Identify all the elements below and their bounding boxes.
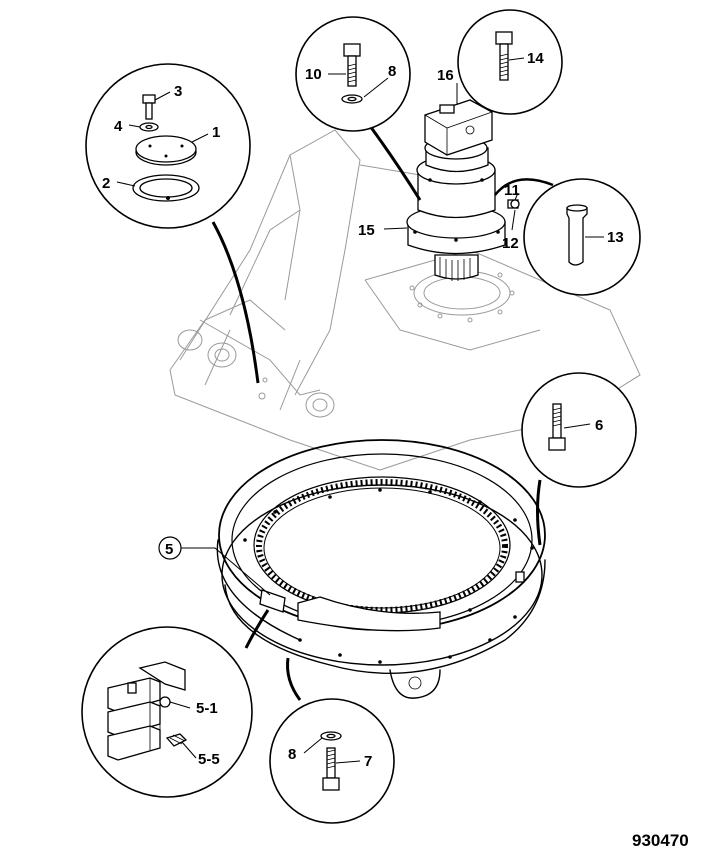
- callout-14: 14: [527, 50, 544, 67]
- figure-number: 930470: [632, 831, 689, 850]
- callout-4: 4: [114, 118, 123, 135]
- callout-5-1: 5-1: [196, 700, 218, 717]
- callout-5: 5: [165, 541, 173, 558]
- slew-ring: [216, 439, 546, 699]
- bolt-3: [142, 94, 156, 120]
- callout-8-top: 8: [388, 63, 396, 80]
- inset-connectors: [180, 125, 554, 701]
- callout-6: 6: [595, 417, 603, 434]
- inset-bolt-7: 8 7: [269, 698, 395, 824]
- callout-11: 11: [504, 182, 520, 199]
- main-callouts: 16 15 11 12 5: [158, 67, 520, 560]
- callout-10: 10: [305, 66, 322, 83]
- callout-16: 16: [437, 67, 454, 84]
- inset-cover-parts: 3 4 1 2: [85, 63, 251, 229]
- plate-bolt-holes: [258, 272, 515, 400]
- callout-12: 12: [502, 235, 519, 252]
- inset-bolt-14: 14: [457, 9, 563, 115]
- slew-motor-gearbox: [406, 99, 506, 281]
- callout-2: 2: [102, 175, 110, 192]
- callout-1: 1: [212, 124, 220, 141]
- inset-ring-joint: 5-1 5-5: [81, 626, 253, 798]
- callout-3: 3: [174, 83, 182, 100]
- callout-7: 7: [364, 753, 372, 770]
- inset-bolt-6: 6: [521, 372, 637, 488]
- callout-15: 15: [358, 222, 375, 239]
- inset-bolt-10: 10 8: [295, 16, 411, 132]
- inset-pin-13: 13: [523, 178, 641, 296]
- callout-8-bottom: 8: [288, 746, 296, 763]
- callout-13: 13: [607, 229, 624, 246]
- pin-stub: [507, 199, 520, 209]
- ring-bolt-holes: [243, 488, 534, 664]
- callout-5-5: 5-5: [198, 751, 220, 768]
